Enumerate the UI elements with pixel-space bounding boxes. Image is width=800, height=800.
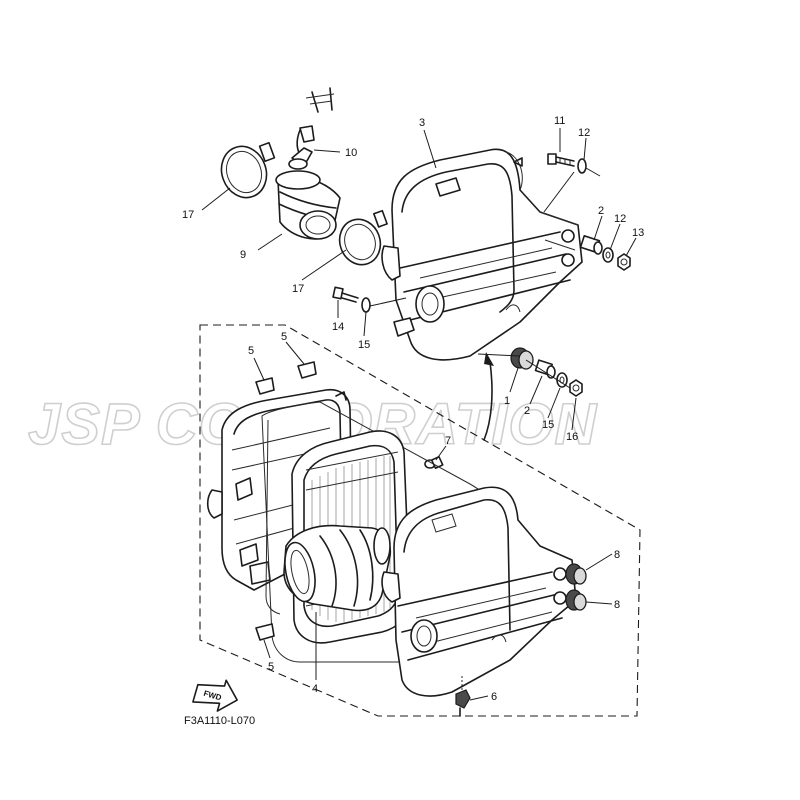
part-12-washer-lower bbox=[602, 247, 614, 263]
part-5-clip-b bbox=[297, 361, 317, 379]
callout-9: 9 bbox=[240, 249, 246, 261]
callout-13: 13 bbox=[632, 227, 644, 239]
callout-6: 6 bbox=[491, 691, 497, 703]
callout-2-upper: 2 bbox=[598, 205, 604, 217]
bolt-line bbox=[543, 167, 601, 213]
callout-12-lower: 12 bbox=[614, 213, 626, 225]
callout-10: 10 bbox=[345, 147, 357, 159]
callout-3: 3 bbox=[419, 117, 425, 129]
part-17-clamp-upper bbox=[220, 141, 276, 199]
callout-15-left: 15 bbox=[358, 339, 370, 351]
diagram-code: F3A1110-L070 bbox=[184, 715, 255, 727]
callout-4: 4 bbox=[312, 683, 318, 695]
callout-5-a: 5 bbox=[248, 345, 254, 357]
part-10-joint bbox=[288, 147, 313, 170]
assembly-arrow bbox=[483, 352, 494, 441]
intake-funnel bbox=[283, 524, 392, 612]
part-5-clip-a bbox=[255, 377, 275, 395]
part-2-collar-lower bbox=[534, 359, 556, 379]
callout-15-right: 15 bbox=[542, 419, 554, 431]
callout-17-upper: 17 bbox=[182, 209, 194, 221]
part-2-collar-upper bbox=[579, 235, 603, 255]
part-8-grommet-lower bbox=[565, 589, 587, 611]
bolt-line-left bbox=[369, 297, 407, 307]
lower-case-right bbox=[381, 486, 577, 697]
callout-2-lower: 2 bbox=[524, 405, 530, 417]
callout-8-upper: 8 bbox=[614, 549, 620, 561]
seal-edge bbox=[265, 419, 281, 615]
grommet-line bbox=[477, 353, 571, 389]
part-15-washer-left bbox=[361, 297, 371, 313]
leader-lines bbox=[201, 128, 637, 701]
part-14-bolt bbox=[332, 286, 359, 303]
part-5-clip-c bbox=[255, 623, 275, 641]
callout-5-b: 5 bbox=[281, 331, 287, 343]
part-3-airbox-cover bbox=[381, 148, 583, 361]
part-16-nut bbox=[569, 379, 583, 397]
part-9-intake-boot bbox=[275, 170, 341, 240]
part-6-drain bbox=[455, 689, 471, 717]
fwd-arrow: FWD bbox=[192, 679, 238, 712]
callout-7: 7 bbox=[445, 435, 451, 447]
callout-12-upper: 12 bbox=[578, 127, 590, 139]
part-11-bolt bbox=[547, 153, 575, 167]
part-17-clamp-lower bbox=[338, 209, 388, 266]
part-8-grommet-upper bbox=[565, 563, 587, 585]
callout-8-lower: 8 bbox=[614, 599, 620, 611]
callout-17-lower: 17 bbox=[292, 283, 304, 295]
callout-11: 11 bbox=[554, 115, 565, 127]
part-13-nut bbox=[617, 253, 631, 271]
part-1-grommet bbox=[510, 347, 534, 370]
callout-16: 16 bbox=[566, 431, 578, 443]
callout-5-c: 5 bbox=[268, 661, 274, 673]
callout-numbers: 10 3 11 12 2 12 13 17 9 17 14 15 1 2 15 … bbox=[182, 115, 644, 703]
hose-top bbox=[296, 87, 335, 159]
callout-1: 1 bbox=[504, 395, 510, 407]
part-12-washer-upper bbox=[577, 158, 587, 174]
callout-14: 14 bbox=[332, 321, 344, 333]
part-7-screw bbox=[424, 455, 444, 470]
assembly-boundary bbox=[199, 324, 641, 717]
